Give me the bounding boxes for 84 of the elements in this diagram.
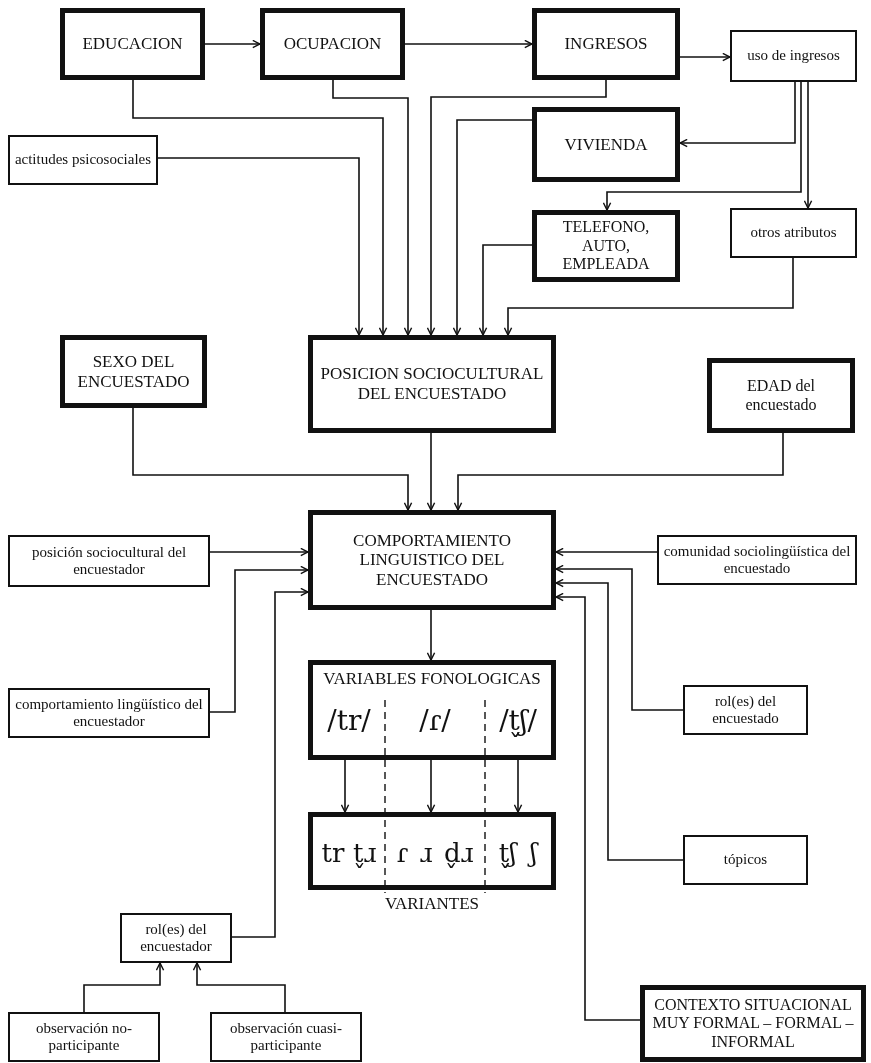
box-label: actitudes psicosociales (14, 151, 152, 169)
thin-box (8, 1012, 160, 1062)
arrow (204, 39, 261, 49)
arrow (513, 759, 523, 813)
arrow (602, 81, 802, 211)
box-label: uso de ingresos (747, 47, 840, 65)
box-label: otros atributos (750, 224, 837, 242)
arrow (209, 547, 309, 557)
thick-box (60, 8, 205, 80)
arrow (453, 432, 784, 511)
box-label: rol(es) del encuestado (711, 692, 780, 728)
thin-box (210, 1012, 362, 1062)
box-heading: VARIABLES FONOLOGICAS (323, 669, 541, 689)
arrow (555, 592, 641, 1021)
box-label: INGRESOS (564, 34, 648, 54)
box-label: COMPORTAMIENTO LINGUISTICO DEL ENCUESTADO (352, 530, 512, 590)
thin-box (730, 30, 857, 82)
thin-box (683, 685, 808, 735)
arrow (404, 39, 533, 49)
arrow (555, 578, 684, 861)
arrow (426, 759, 436, 813)
phonetic-symbol: tr (321, 838, 345, 868)
arrow (803, 81, 813, 209)
phonetic-symbol: /tr/ (327, 706, 371, 738)
thick-box (532, 210, 680, 282)
thick-box (640, 985, 866, 1062)
phonetic-symbol: t̬ʃ (498, 838, 517, 868)
box-label: CONTEXTO SITUACIONAL MUY FORMAL – FORMAL – INFORMAL (651, 995, 855, 1052)
arrow (679, 81, 796, 148)
thick-box (308, 335, 556, 433)
thin-box (730, 208, 857, 258)
caption-text: VARIANTES (383, 894, 481, 914)
arrow (426, 432, 436, 511)
thin-box (8, 135, 158, 185)
box-label: SEXO DEL ENCUESTADO (76, 351, 191, 392)
phonetic-symbol: d̬ɹ (443, 838, 474, 868)
thick-box (308, 510, 556, 610)
arrow (332, 79, 413, 336)
box-label: EDUCACION (82, 34, 183, 54)
arrow (132, 407, 413, 511)
box-label: posición sociocultural del encuestador (30, 543, 188, 579)
box-label: comportamiento lingüístico del encuestador (14, 695, 204, 731)
box-label: EDAD del encuestado (744, 377, 818, 414)
thick-box (60, 335, 207, 408)
box-label: tópicos (723, 851, 768, 869)
phonetic-symbol: ɾ (396, 838, 409, 868)
thin-box (683, 835, 808, 885)
box-label: rol(es) del encuestador (139, 920, 213, 956)
phonetic-symbol: t̬ɹ (352, 838, 377, 868)
arrow (478, 244, 533, 336)
box-label: observación cuasi-participante (228, 1019, 343, 1055)
thin-box (657, 535, 857, 585)
arrow (132, 79, 388, 336)
thick-box (260, 8, 405, 80)
thick-box (532, 107, 680, 182)
arrow (83, 962, 165, 1013)
thick-box (532, 8, 680, 80)
arrow (209, 565, 309, 713)
arrow (679, 52, 731, 62)
arrow (192, 962, 286, 1013)
arrow (555, 547, 658, 557)
box-label: VIVIENDA (564, 134, 648, 155)
thick-box (308, 660, 556, 760)
thick-box (707, 358, 855, 433)
box-label: OCUPACION (283, 34, 382, 54)
arrow (426, 609, 436, 661)
thick-box (308, 812, 556, 890)
thin-box (8, 535, 210, 587)
arrow (340, 759, 350, 813)
phonetic-symbol: ɹ (419, 838, 433, 868)
arrow (426, 79, 607, 336)
arrow (157, 157, 364, 336)
box-label: POSICION SOCIOCULTURAL DEL ENCUESTADO (319, 364, 545, 404)
phonetic-symbol: /ɾ/ (419, 706, 451, 738)
box-label: comunidad sociolingüística del encuestado (663, 542, 851, 578)
arrow (452, 119, 533, 336)
arrow (555, 564, 684, 711)
phonetic-symbol: /t̬ʃ/ (499, 706, 537, 738)
arrow (503, 257, 794, 336)
box-label: TELEFONO, AUTO, EMPLEADA (561, 218, 651, 274)
thin-box (8, 688, 210, 738)
arrow (231, 587, 309, 938)
box-label: observación no-participante (34, 1019, 134, 1055)
thin-box (120, 913, 232, 963)
